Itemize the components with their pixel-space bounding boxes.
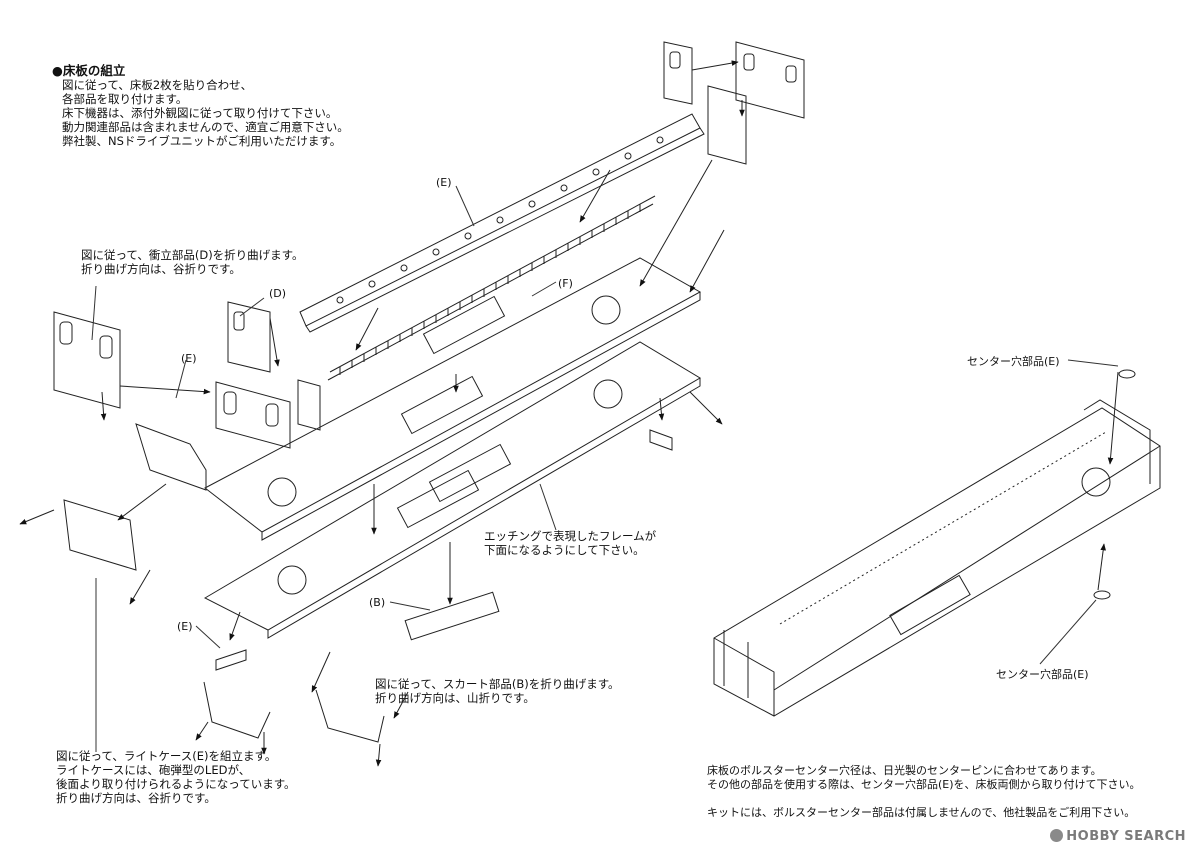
part-label-e-left: (E) [181, 352, 197, 365]
intro-line: 弊社製、NSドライブユニットがご利用いただけます。 [62, 134, 342, 148]
lower-floor-plate [203, 341, 701, 639]
light-case-part [63, 423, 673, 571]
note-line: 床板のボルスターセンター穴径は、日光製のセンターピンに合わせてあります。 [707, 764, 1102, 777]
part-label-f: (F) [558, 277, 573, 290]
logo-ball-icon [1050, 829, 1064, 842]
partition-bend-note: 図に従って、衝立部品(D)を折り曲げます。 折り曲げ方向は、谷折りです。 [81, 248, 304, 276]
skirt-part [203, 591, 500, 743]
note-line: キットには、ボルスターセンター部品は付属しませんので、他社製品をご利用下さい。 [707, 806, 1136, 819]
leader-arrows [19, 60, 1119, 767]
note-line: 折り曲げ方向は、谷折りです。 [56, 791, 216, 805]
note-line: 折り曲げ方向は、谷折りです。 [81, 262, 241, 276]
upper-floor-plate [204, 257, 702, 541]
note-line: エッチングで表現したフレームが [484, 529, 657, 543]
intro-line: 各部品を取り付けます。 [62, 92, 188, 106]
note-line: 図に従って、スカート部品(B)を折り曲げます。 [375, 677, 620, 691]
part-label-e-bottom: (E) [177, 620, 193, 633]
frame-orientation-note: エッチングで表現したフレームが 下面になるようにして下さい。 [484, 529, 656, 557]
part-label-d: (D) [269, 287, 287, 300]
note-line: 後面より取り付けられるようになっています。 [56, 777, 296, 791]
bolster-note: 床板のボルスターセンター穴径は、日光製のセンターピンに合わせてあります。 その他… [707, 764, 1141, 820]
partition-part-top [663, 41, 805, 165]
watermark-logo: HOBBY SEARCH [1050, 829, 1186, 844]
assembled-floor-unit [713, 369, 1161, 717]
skirt-bend-note: 図に従って、スカート部品(B)を折り曲げます。 折り曲げ方向は、山折りです。 [375, 677, 620, 705]
part-label-center-top: センター穴部品(E) [967, 355, 1060, 368]
part-label-b: (B) [369, 596, 386, 609]
note-line: 図に従って、衝立部品(D)を折り曲げます。 [81, 248, 304, 262]
light-case-note: 図に従って、ライトケース(E)を組立ます。 ライトケースには、砲弾型のLEDが、… [56, 749, 296, 805]
note-line: 図に従って、ライトケース(E)を組立ます。 [56, 749, 277, 763]
part-label-center-bottom: センター穴部品(E) [996, 668, 1089, 681]
note-line: 折り曲げ方向は、山折りです。 [375, 691, 535, 705]
comb-part [327, 195, 656, 381]
intro-title: ●床板の組立 [52, 63, 126, 78]
watermark-text: HOBBY SEARCH [1066, 829, 1186, 844]
roof-strip-part [299, 113, 705, 333]
intro-line: 動力関連部品は含まれませんので、適宜ご用意下さい。 [62, 120, 349, 134]
intro-note: ●床板の組立 図に従って、床板2枚を貼り合わせ、 各部品を取り付けます。 床下機… [52, 63, 349, 149]
label-leaders [91, 185, 1119, 752]
partition-part-left [53, 301, 321, 449]
part-label-e-top: (E) [436, 176, 452, 189]
note-line: その他の部品を使用する際は、センター穴部品(E)を、床板両側から取り付けて下さい… [707, 778, 1141, 791]
note-line: ライトケースには、砲弾型のLEDが、 [56, 763, 251, 777]
note-line: 下面になるようにして下さい。 [484, 543, 645, 557]
intro-line: 図に従って、床板2枚を貼り合わせ、 [62, 78, 253, 92]
intro-line: 床下機器は、添付外観図に従って取り付けて下さい。 [62, 106, 338, 120]
